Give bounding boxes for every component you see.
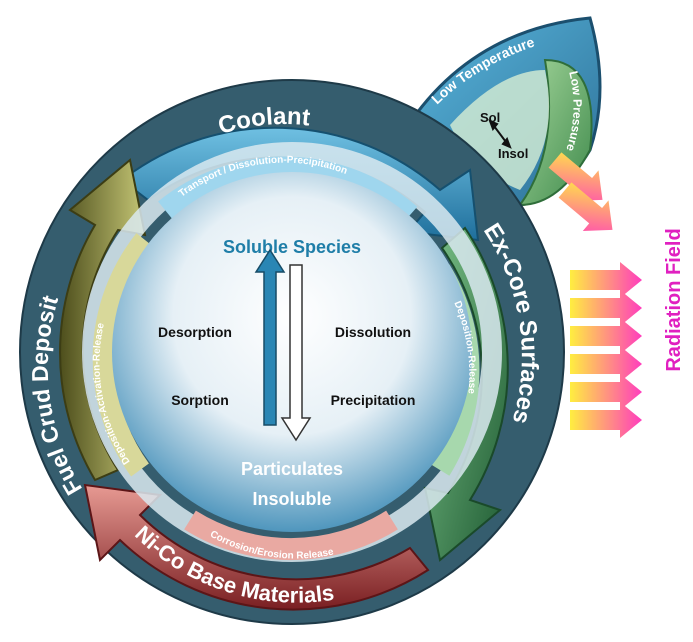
desorption-label: Desorption	[158, 324, 232, 340]
sol-label: Sol	[480, 110, 500, 125]
precipitation-label: Precipitation	[331, 392, 416, 408]
radiation-arrow-icon-1	[570, 262, 642, 298]
radiation-diagonal-arrow-icon-1	[548, 152, 603, 202]
materials-segment	[83, 483, 430, 611]
dissolution-label: Dissolution	[335, 324, 411, 340]
down-arrow-icon	[280, 264, 312, 442]
radiation-arrow-icon-2	[570, 290, 642, 326]
sol-insol-double-arrow-icon	[488, 119, 512, 149]
radiation-field-label: Radiation Field	[663, 228, 685, 371]
sorption-label: Sorption	[171, 392, 229, 408]
fuel-inner-band	[92, 233, 154, 477]
insoluble-label: Insoluble	[252, 489, 331, 509]
radiation-diagonal-arrow-icon-2	[558, 182, 613, 232]
materials-inner-band	[184, 510, 398, 560]
particulates-label: Particulates	[241, 459, 343, 479]
radiation-arrow-icon-6	[570, 402, 642, 438]
coolant-inner-band	[158, 156, 418, 224]
radiation-arrows	[548, 152, 642, 438]
soluble-species-label: Soluble Species	[223, 237, 361, 257]
radiation-arrow-icon-3	[570, 318, 642, 354]
up-arrow-icon	[254, 248, 286, 426]
radiation-arrow-icon-5	[570, 374, 642, 410]
insol-label: Insol	[498, 146, 528, 161]
radiation-arrow-icon-4	[570, 346, 642, 382]
